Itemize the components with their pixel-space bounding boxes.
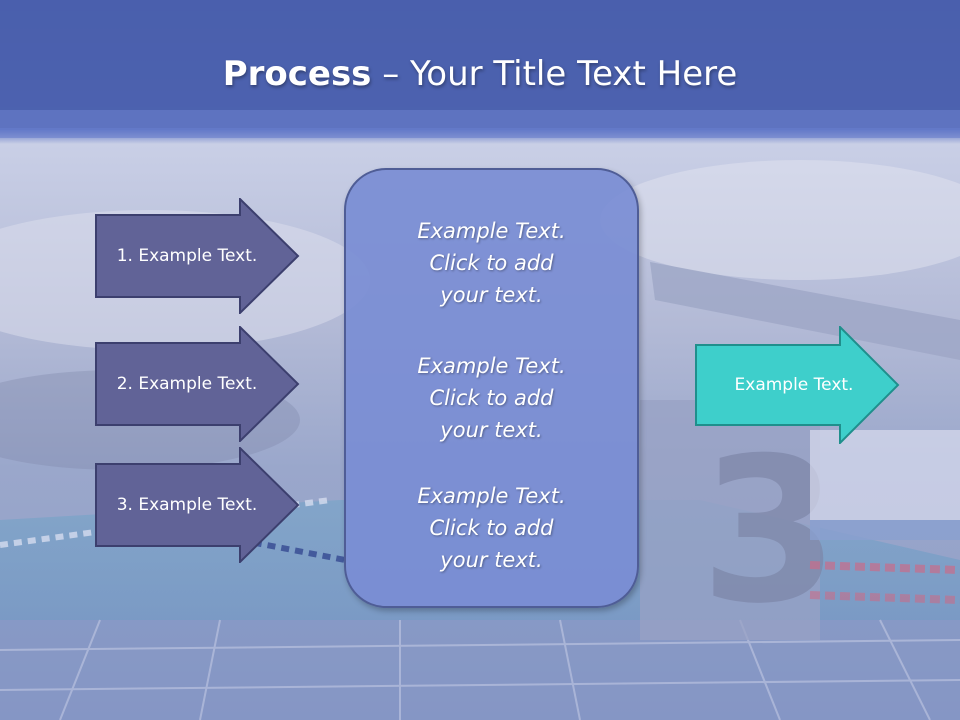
title-regular-part: – Your Title Text Here	[371, 54, 738, 94]
center-line: Click to add	[429, 251, 554, 275]
slide-title[interactable]: Process – Your Title Text Here	[223, 54, 738, 94]
center-text-box[interactable]: Example Text. Click to add your text. Ex…	[344, 168, 639, 608]
center-line: Click to add	[429, 516, 554, 540]
step-label-3: 3. Example Text.	[116, 495, 258, 515]
output-label: Example Text.	[734, 375, 854, 395]
center-line: your text.	[440, 548, 543, 572]
step-arrow-1[interactable]: 1. Example Text.	[95, 198, 300, 314]
center-line: Example Text.	[417, 354, 566, 378]
center-line: Example Text.	[417, 484, 566, 508]
center-text-block-1[interactable]: Example Text. Click to add your text.	[346, 215, 637, 311]
step-label-1: 1. Example Text.	[116, 246, 258, 266]
center-text-block-3[interactable]: Example Text. Click to add your text.	[346, 480, 637, 576]
title-bold-part: Process	[222, 54, 372, 94]
center-line: Example Text.	[417, 219, 566, 243]
center-line: your text.	[440, 418, 543, 442]
step-arrow-3[interactable]: 3. Example Text.	[95, 447, 300, 563]
arrow-shape-icon	[695, 326, 900, 444]
center-line: your text.	[440, 283, 543, 307]
title-bar: Process – Your Title Text Here	[0, 0, 960, 150]
center-line: Click to add	[429, 386, 554, 410]
center-text-block-2[interactable]: Example Text. Click to add your text.	[346, 350, 637, 446]
arrow-shape-icon	[95, 326, 300, 442]
step-arrow-2[interactable]: 2. Example Text.	[95, 326, 300, 442]
step-label-2: 2. Example Text.	[116, 374, 258, 394]
output-arrow[interactable]: Example Text.	[695, 326, 900, 444]
arrow-shape-icon	[95, 447, 300, 563]
arrow-shape-icon	[95, 198, 300, 314]
